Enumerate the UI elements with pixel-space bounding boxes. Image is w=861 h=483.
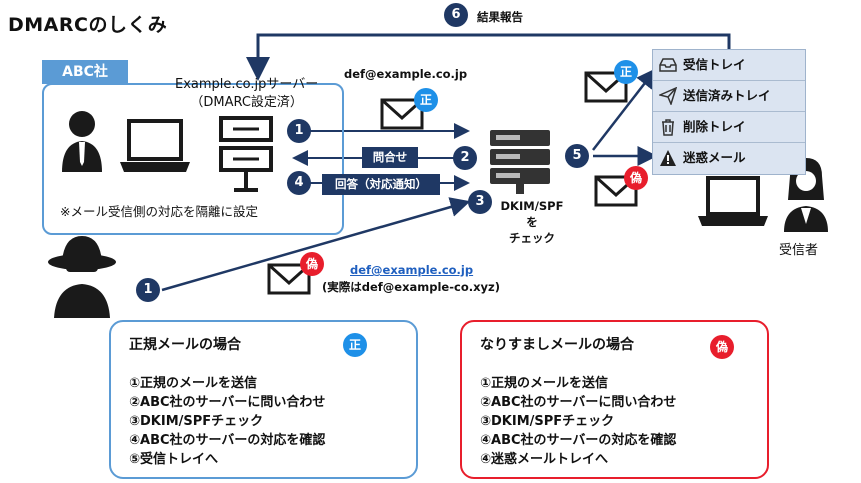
folder-spam-label: 迷惑メール (683, 150, 746, 165)
folder-inbox[interactable]: 受信トレイ (653, 50, 805, 81)
folder-trash[interactable]: 削除トレイ (653, 112, 805, 143)
server-note: （DMARC設定済） (190, 95, 303, 110)
spoof-step: ②ABC社のサーバーに問い合わせ (480, 395, 677, 410)
step-5-badge: 5 (565, 144, 589, 168)
legit-badge: 正 (414, 88, 438, 112)
abc-company-box (42, 83, 344, 235)
legit-case-steps: ①正規のメールを送信 ②ABC社のサーバーに問い合わせ ③DKIM/SPFチェッ… (129, 374, 325, 469)
spoof-step: ③DKIM/SPFチェック (480, 414, 615, 429)
server-name: Example.co.jpサーバー (175, 77, 319, 92)
mail-folders: 受信トレイ 送信済みトレイ 削除トレイ 迷惑メール (652, 49, 806, 175)
step-4-badge: 4 (287, 171, 311, 195)
step-2-label: 問合せ (362, 147, 418, 168)
spoof-actual-address: (実際はdef@example-co.xyz) (322, 280, 500, 294)
laptop-icon (120, 119, 190, 172)
attacker-icon (48, 236, 116, 318)
attacker-spoof-badge: 偽 (300, 252, 324, 276)
step-6-badge: 6 (444, 3, 468, 27)
spoof-step: ④ABC社のサーバーの対応を確認 (480, 433, 677, 448)
warning-icon (660, 150, 676, 166)
checker-server-icon (490, 130, 550, 194)
spoof-step: ④迷惑メールトレイへ (480, 452, 609, 467)
report-arrow (246, 33, 731, 81)
abc-note: ※メール受信側の対応を隔離に設定 (60, 204, 258, 219)
legit-step: ①正規のメールを送信 (129, 376, 258, 391)
legit-case-card: 正規メールの場合 ①正規のメールを送信 ②ABC社のサーバーに問い合わせ ③DK… (109, 320, 418, 479)
inbox-icon (659, 58, 677, 72)
sent-icon (659, 87, 677, 105)
spoof-case-steps: ①正規のメールを送信 ②ABC社のサーバーに問い合わせ ③DKIM/SPFチェッ… (480, 374, 676, 469)
spoof-case-badge: 偽 (710, 335, 734, 359)
folder-trash-label: 削除トレイ (683, 119, 746, 134)
checker-label-line1: DKIM/SPFを (500, 199, 564, 229)
step-6-label: 結果報告 (477, 10, 523, 24)
folder-sent-label: 送信済みトレイ (683, 88, 771, 103)
spoof-address[interactable]: def@example.co.jp (350, 263, 474, 277)
abc-server-label: Example.co.jpサーバー （DMARC設定済） (175, 76, 318, 112)
folder-spam[interactable]: 迷惑メール (653, 143, 805, 173)
attack-arrow (161, 197, 471, 292)
legit-step: ③DKIM/SPFチェック (129, 414, 264, 429)
trash-icon (662, 119, 674, 136)
step-3-badge: 3 (468, 190, 492, 214)
legit-step: ⑤受信トレイへ (129, 452, 219, 467)
legit-step: ④ABC社のサーバーの対応を確認 (129, 433, 326, 448)
spam-spoof-badge: 偽 (624, 166, 648, 190)
inbox-arrow (592, 68, 657, 151)
legit-case-title: 正規メールの場合 (129, 337, 241, 353)
step-2-badge: 2 (453, 146, 477, 170)
recipient-laptop-icon (698, 176, 768, 226)
spam-envelope-icon (594, 175, 638, 207)
legit-case-badge: 正 (343, 333, 367, 357)
step-1-badge: 1 (287, 119, 311, 143)
checker-label: DKIM/SPFを チェック (497, 198, 567, 246)
spoof-step: ①正規のメールを送信 (480, 376, 609, 391)
page-title: DMARCのしくみ (8, 14, 168, 36)
abc-company-tag: ABC社 (42, 60, 128, 84)
step-4-label: 回答（対応通知） (322, 174, 440, 195)
attack-step-badge: 1 (136, 278, 160, 302)
spoof-case-title: なりすましメールの場合 (480, 337, 634, 353)
checker-label-line2: チェック (509, 231, 555, 245)
legit-step: ②ABC社のサーバーに問い合わせ (129, 395, 326, 410)
recipient-label: 受信者 (779, 243, 819, 258)
folder-inbox-label: 受信トレイ (683, 57, 746, 72)
abc-user-icon (62, 111, 102, 172)
server-icon (219, 116, 273, 192)
folder-sent[interactable]: 送信済みトレイ (653, 81, 805, 112)
legit-address: def@example.co.jp (344, 67, 468, 81)
inbox-legit-badge: 正 (614, 60, 638, 84)
